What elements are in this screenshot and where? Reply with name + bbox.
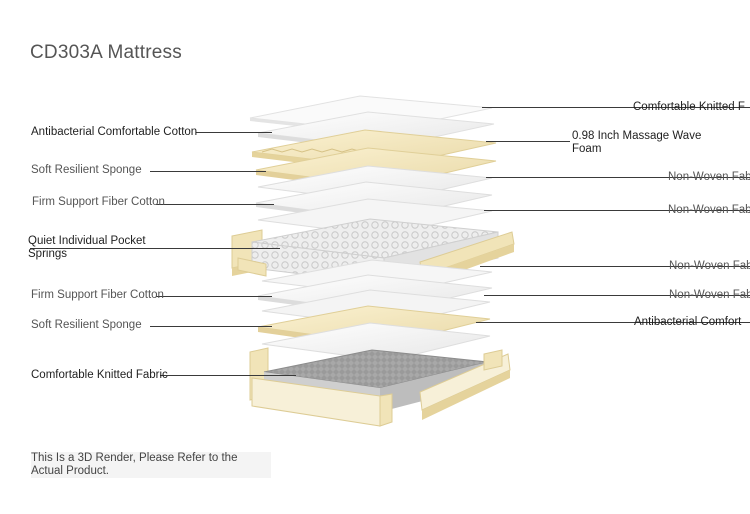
leader-line bbox=[150, 326, 272, 327]
leader-line bbox=[486, 141, 570, 142]
layer-base-knitted-fabric bbox=[249, 347, 511, 427]
label-knitted-fabric: Comfortable Knitted Fabric bbox=[31, 369, 168, 381]
label-fiber-cotton-lower: Firm Support Fiber Cotton bbox=[31, 289, 164, 301]
label-soft-sponge-lower: Soft Resilient Sponge bbox=[31, 319, 142, 331]
leader-line bbox=[156, 204, 274, 205]
label-non-woven-1: Non-Woven Fab bbox=[668, 171, 750, 183]
leader-line bbox=[30, 248, 280, 249]
leader-line bbox=[480, 266, 750, 267]
leader-line bbox=[484, 210, 750, 211]
label-knitted-fabric-top: Comfortable Knitted F bbox=[633, 101, 745, 113]
leader-line bbox=[476, 322, 750, 323]
render-disclaimer: This Is a 3D Render, Please Refer to the… bbox=[31, 452, 271, 478]
leader-line bbox=[484, 295, 750, 296]
leader-line bbox=[486, 177, 750, 178]
leader-line bbox=[160, 375, 296, 376]
label-non-woven-3: Non-Woven Fab bbox=[669, 260, 750, 272]
page-title: CD303A Mattress bbox=[30, 42, 182, 63]
leader-line bbox=[156, 296, 272, 297]
label-non-woven-4: Non-Woven Fab bbox=[669, 289, 750, 301]
leader-line bbox=[150, 171, 266, 172]
label-fiber-cotton: Firm Support Fiber Cotton bbox=[32, 196, 165, 208]
label-antibacterial-cotton: Antibacterial Comfortable Cotton bbox=[31, 126, 198, 138]
leader-line bbox=[196, 132, 272, 133]
label-antibacterial-cotton-right: Antibacterial Comfort bbox=[634, 316, 742, 328]
label-non-woven-2: Non-Woven Fab bbox=[668, 204, 750, 216]
label-soft-sponge: Soft Resilient Sponge bbox=[31, 164, 142, 176]
label-wave-foam: 0.98 Inch Massage Wave Foam bbox=[572, 130, 702, 155]
label-pocket-springs: Quiet Individual Pocket Springs bbox=[28, 235, 146, 260]
leader-line bbox=[482, 107, 750, 108]
